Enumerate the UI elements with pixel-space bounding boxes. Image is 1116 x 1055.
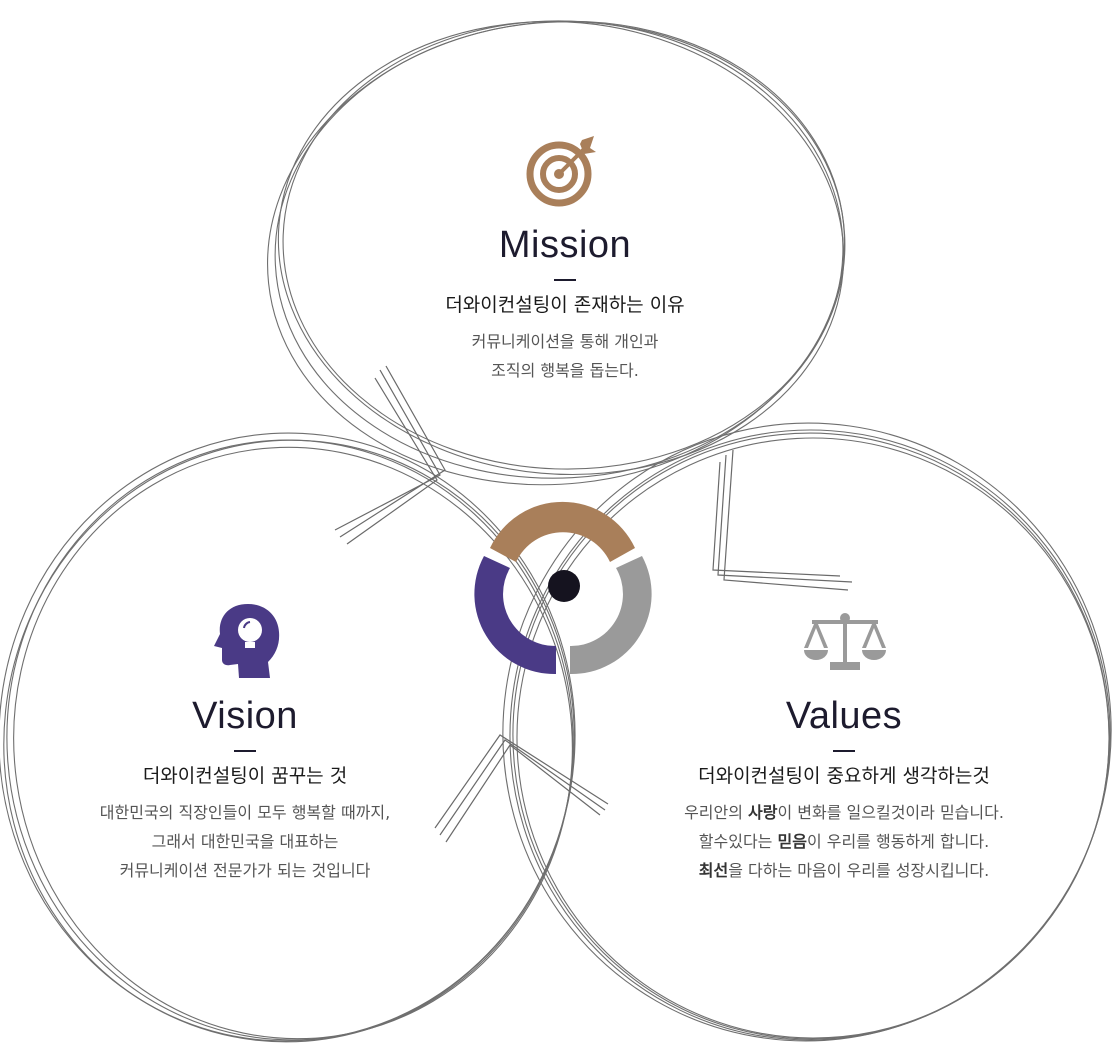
mission-line: 커뮤니케이션을 통해 개인과 — [471, 332, 659, 351]
vision-divider — [234, 750, 256, 752]
values-keyword: 믿음 — [777, 832, 807, 851]
values-description: 우리안의 사랑이 변화를 일으킬것이라 믿습니다. 할수있다는 믿음이 우리를 … — [624, 798, 1064, 885]
cycle-ring-icon — [474, 501, 652, 675]
values-subtitle: 더와이컨설팅이 중요하게 생각하는것 — [698, 765, 990, 787]
vision-line: 대한민국의 직장인들이 모두 행복할 때까지, — [99, 803, 391, 822]
mission-title: Mission — [498, 224, 632, 266]
values-text: 을 다하는 마음이 우리를 성장시킵니다. — [728, 861, 990, 880]
mission-line: 조직의 행복을 돕는다. — [491, 361, 639, 380]
mission-divider — [554, 279, 576, 281]
values-text: 우리안의 — [684, 803, 749, 822]
values-keyword: 사랑 — [748, 803, 778, 822]
values-divider — [833, 750, 855, 752]
values-block: Values 더와이컨설팅이 중요하게 생각하는것 우리안의 사랑이 변화를 일… — [624, 696, 1064, 885]
values-line: 최선을 다하는 마음이 우리를 성장시킵니다. — [624, 856, 1064, 885]
mission-subtitle: 더와이컨설팅이 존재하는 이유 — [445, 294, 685, 316]
vision-line: 그래서 대한민국을 대표하는 — [151, 832, 339, 851]
vision-title: Vision — [192, 695, 298, 737]
mission-block: Mission 더와이컨설팅이 존재하는 이유 커뮤니케이션을 통해 개인과 조… — [380, 225, 750, 385]
values-text: 이 우리를 행동하게 합니다. — [806, 832, 990, 851]
mission-description: 커뮤니케이션을 통해 개인과 조직의 행복을 돕는다. — [380, 327, 750, 385]
target-arrow-icon — [526, 136, 596, 207]
head-lightbulb-icon — [214, 604, 280, 678]
values-keyword: 최선 — [698, 861, 729, 880]
balance-scale-icon — [804, 613, 886, 670]
values-text: 이 변화를 일으킬것이라 믿습니다. — [777, 803, 1004, 822]
vision-line: 커뮤니케이션 전문가가 되는 것입니다 — [119, 861, 371, 880]
values-line: 할수있다는 믿음이 우리를 행동하게 합니다. — [624, 827, 1064, 856]
vision-subtitle: 더와이컨설팅이 꿈꾸는 것 — [142, 765, 348, 787]
values-title: Values — [785, 695, 903, 737]
values-line: 우리안의 사랑이 변화를 일으킬것이라 믿습니다. — [624, 798, 1064, 827]
vision-block: Vision 더와이컨설팅이 꿈꾸는 것 대한민국의 직장인들이 모두 행복할 … — [40, 696, 450, 885]
values-text: 할수있다는 — [698, 832, 778, 851]
vision-description: 대한민국의 직장인들이 모두 행복할 때까지, 그래서 대한민국을 대표하는 커… — [40, 798, 450, 885]
